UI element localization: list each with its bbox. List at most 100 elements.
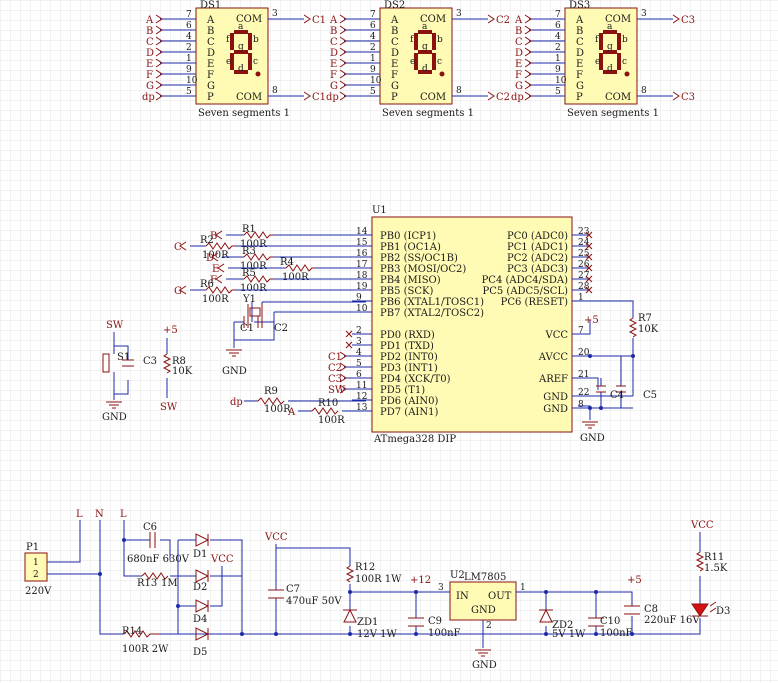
seg-arrow: [524, 91, 532, 101]
seg-pin-num: 7: [555, 10, 561, 20]
seg-arrow: [524, 14, 532, 24]
r14-value: 100R 2W: [122, 644, 169, 655]
mcu-pin-name: GND: [543, 404, 568, 415]
resistor-r2: [205, 242, 236, 250]
res-designator: R2: [200, 235, 214, 246]
mcu-pin-number: 10: [356, 304, 368, 314]
seg-pin-name: G: [576, 81, 584, 92]
mcu-pin-name: PB6 (XTAL1/TOSC1): [380, 297, 484, 308]
seg-arrow: [524, 69, 532, 79]
segment-letter: b: [622, 35, 628, 45]
seg-pin-num: 10: [370, 76, 382, 86]
seg-pin-name: D: [391, 48, 399, 59]
segment-letter: d: [422, 64, 428, 74]
u2-label: U2: [450, 570, 465, 581]
mcu-pin-name: PB7 (XTAL2/TOSC2): [380, 308, 484, 319]
pd-net-label: C1: [328, 352, 342, 363]
seg-pin-name: B: [391, 26, 398, 37]
seg-pin-num: 5: [370, 87, 376, 97]
c5-label: C5: [643, 390, 657, 401]
mcu-designator: U1: [372, 205, 387, 216]
seg-net: F: [146, 70, 153, 81]
seg-net: B: [515, 26, 522, 37]
segment-g: [418, 50, 432, 54]
plus5-sw: +5: [163, 325, 178, 336]
r11-value: 1.5K: [704, 563, 728, 574]
c10-value: 100nF: [600, 628, 633, 639]
mcu-pin-number: 8: [578, 400, 584, 410]
res-value: 100R: [202, 294, 229, 305]
r7-value: 10K: [638, 324, 659, 335]
gnd-sw: GND: [102, 412, 127, 423]
seg-pin-num: 9: [370, 65, 376, 75]
seg-net: B: [146, 26, 153, 37]
switch-block: SW S1 C3 GND +5 R8 10K SW: [102, 320, 193, 423]
seg-pin-num: 1: [555, 54, 561, 64]
res-value: 100R: [202, 250, 229, 261]
no-connect-x: [585, 231, 593, 239]
mcu-pin-name: PD1 (TXD): [380, 341, 434, 352]
mcu-pin-name: PC2 (ADC2): [507, 253, 568, 264]
segment-letter: b: [253, 35, 259, 45]
mcu-pin-name: GND: [543, 392, 568, 403]
seg-arrow: [155, 58, 163, 68]
segment-letter: g: [607, 42, 613, 52]
u2-pin-gnd: 2: [486, 621, 492, 631]
seg-pin-name: G: [391, 81, 399, 92]
segment-letter: b: [437, 35, 443, 45]
seg-pin-num: 10: [555, 76, 567, 86]
res-net: C: [174, 242, 182, 253]
p1-connector[interactable]: [24, 552, 48, 582]
resistor-r5: [243, 275, 274, 283]
mcu-pin-name: PD7 (AIN1): [380, 407, 438, 418]
switch-body: [102, 353, 110, 373]
display-designator: DS3: [569, 0, 590, 11]
seg-arrow: [155, 14, 163, 24]
mcu-pin-name: PD2 (INT0): [380, 352, 438, 363]
com-net-top: C2: [496, 15, 510, 26]
net-arrow: [215, 230, 223, 240]
res-value: 100R: [240, 283, 267, 294]
u2-regulator[interactable]: [449, 581, 517, 621]
c7-value: 470uF 50V: [286, 596, 342, 607]
seg-net: A: [514, 15, 523, 26]
seg-pin-num: 7: [186, 10, 192, 20]
seg-pin-num: 5: [186, 87, 192, 97]
mcu-pin-name: PD0 (RXD): [380, 330, 435, 341]
segment-letter: e: [226, 57, 231, 67]
seg-arrow: [155, 36, 163, 46]
d4-label: D4: [193, 614, 207, 625]
seg-net: G: [330, 81, 338, 92]
u2-pin-in: 3: [438, 583, 444, 593]
mcu-pin-number: 25: [578, 249, 590, 259]
mcu-pin-number: 4: [356, 348, 362, 358]
pd-net-label: C2: [328, 363, 342, 374]
mcu-pin-number: 28: [578, 282, 590, 292]
seg-pin-name: A: [206, 15, 215, 26]
mcu-pin-name: PD6 (AIN0): [380, 396, 438, 407]
mcu-pin-number: 6: [356, 370, 362, 380]
resistor-r6: [205, 286, 236, 294]
mcu-pin-name: PC6 (RESET): [501, 297, 568, 308]
seg-arrow: [155, 47, 163, 57]
segment-e: [414, 53, 418, 70]
seg-arrow: [339, 25, 347, 35]
zd1-value: 12V 1W: [357, 629, 397, 640]
seg-net: F: [330, 70, 337, 81]
segment-letter: a: [238, 22, 244, 32]
mcu-pin-number: 27: [578, 271, 590, 281]
segment-f: [230, 33, 234, 50]
seg-pin-num: 2: [370, 43, 376, 53]
segment-letter: d: [607, 64, 613, 74]
segment-b: [248, 33, 252, 50]
seg-arrow: [524, 36, 532, 46]
seg-pin-name: F: [207, 70, 214, 81]
plus5-label: +5: [627, 575, 642, 586]
